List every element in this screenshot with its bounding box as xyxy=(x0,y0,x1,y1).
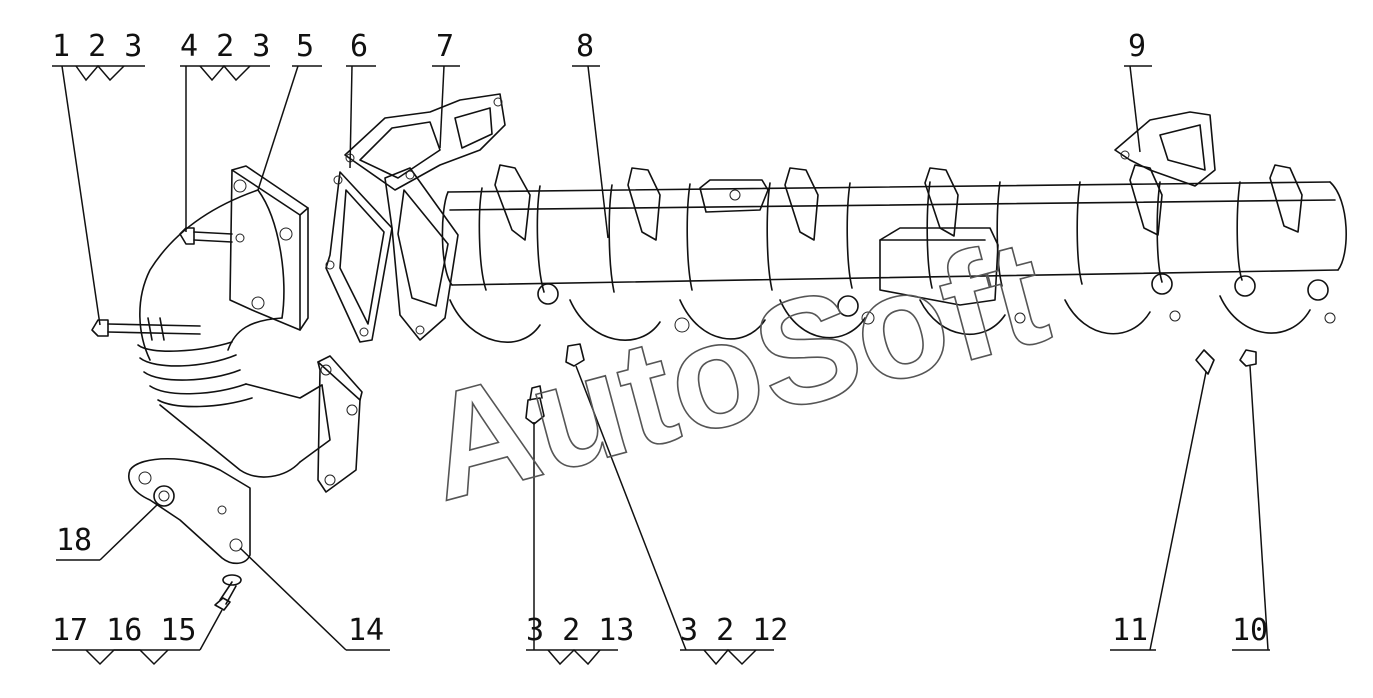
leader-lines xyxy=(52,64,1270,666)
callout-8: 8 xyxy=(576,29,594,64)
callout-14: 14 xyxy=(348,613,384,648)
callout-labels: 1 2 3 4 2 3 5 6 7 8 9 18 14 17 16 15 3 2… xyxy=(52,29,1268,648)
callout-10: 10 xyxy=(1232,613,1268,648)
callout-5: 5 xyxy=(296,29,314,64)
callout-6: 6 xyxy=(350,29,368,64)
callout-3-2-13: 3 2 13 xyxy=(526,613,634,648)
callout-9: 9 xyxy=(1128,29,1146,64)
gaskets xyxy=(325,93,506,343)
callout-17-16-15: 17 16 15 xyxy=(52,613,197,648)
exhaust-manifold xyxy=(441,111,1347,343)
callout-11: 11 xyxy=(1112,613,1148,648)
callout-3-2-12: 3 2 12 xyxy=(680,613,788,648)
watermark-text: AutoSoft xyxy=(408,206,1063,532)
callout-18: 18 xyxy=(56,523,92,558)
loose-bolts xyxy=(525,343,1257,425)
elbow-pipe-assembly xyxy=(91,165,363,611)
callout-4-2-3: 4 2 3 xyxy=(180,29,270,64)
callout-7: 7 xyxy=(436,29,454,64)
callout-1-2-3: 1 2 3 xyxy=(52,29,142,64)
